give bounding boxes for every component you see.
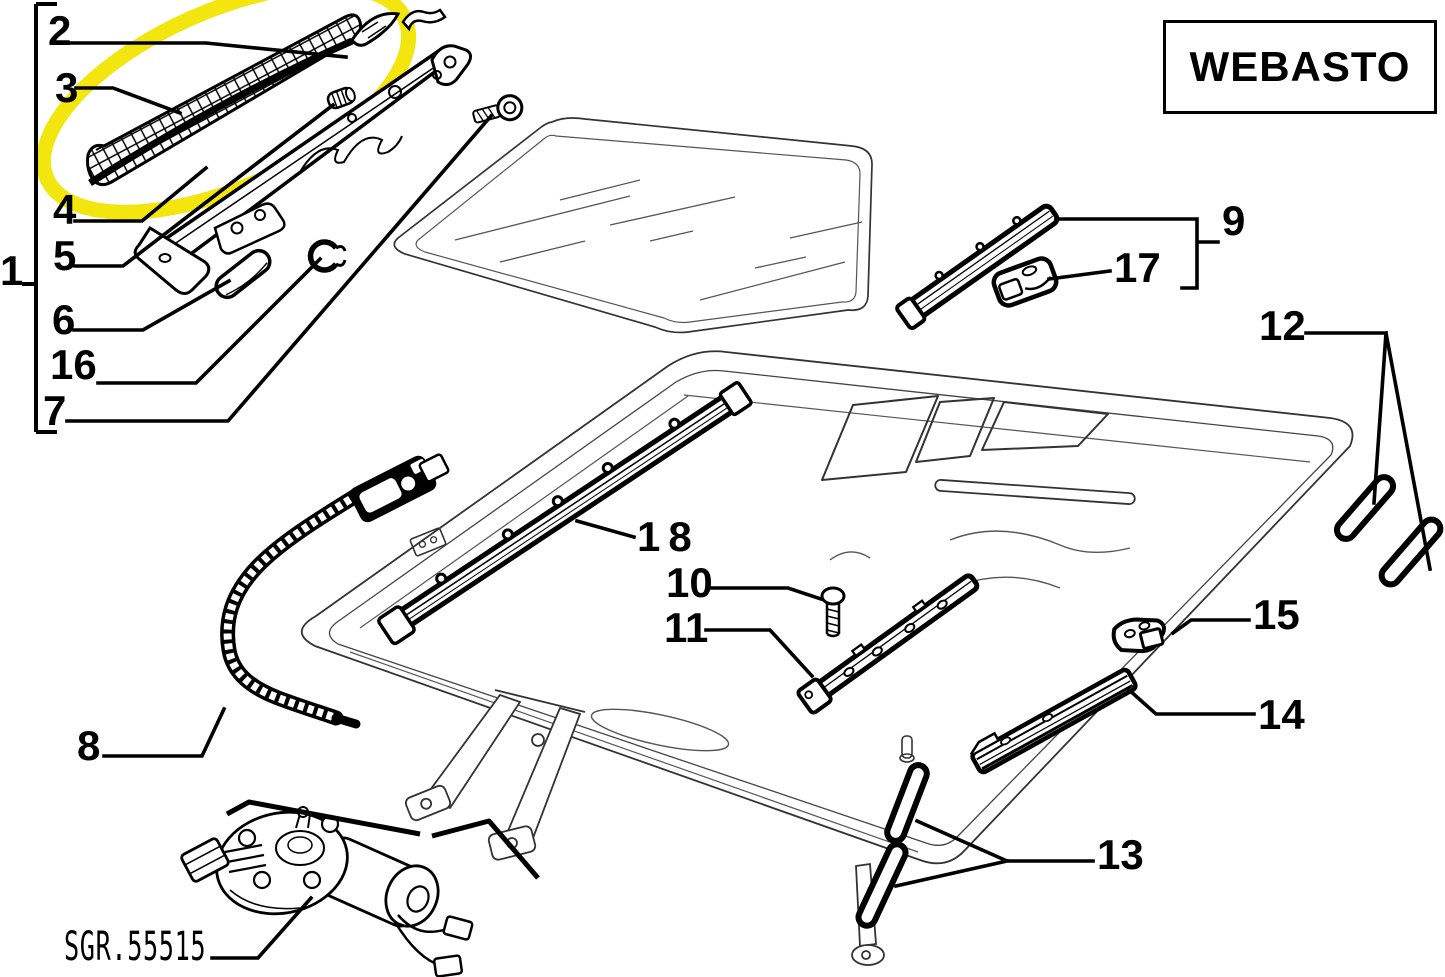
- callout-18-label: 18: [637, 513, 700, 560]
- callout-5-label: 5: [53, 232, 77, 279]
- callout-6-label: 6: [52, 296, 76, 343]
- motor-assembly: [180, 806, 474, 977]
- pointer-arrows: [225, 799, 540, 880]
- callout-14-label: 14: [1258, 691, 1305, 738]
- callout-7-label: 7: [43, 387, 67, 434]
- callout-11-label: 11: [664, 604, 709, 651]
- end-cap-part6: [214, 248, 272, 300]
- deflector-strips-part12: [1333, 474, 1444, 588]
- callout-17-label: 17: [1114, 244, 1161, 291]
- hook-part: [401, 8, 447, 32]
- callout-10-label: 10: [666, 559, 713, 606]
- callout-9-label: 9: [1222, 197, 1246, 244]
- callout-15-label: 15: [1253, 591, 1300, 638]
- screw-part10: [820, 586, 846, 638]
- part-code-label: SGR.55515: [64, 924, 207, 970]
- callout-4-label: 4: [53, 186, 77, 233]
- strip-part9: [895, 203, 1060, 330]
- callout-1-label: 1: [0, 247, 24, 294]
- glass-panel: [393, 117, 873, 334]
- pivot-strips-part13: [855, 762, 930, 929]
- drive-cable-part8: [220, 453, 450, 729]
- callout-16-label: 16: [50, 341, 97, 388]
- screw-part7: [472, 94, 524, 124]
- clip-part17: [991, 256, 1059, 308]
- callout-12-label: 12: [1259, 302, 1306, 349]
- seal-strip-part2-3: [86, 12, 401, 186]
- callout-13-label: 13: [1097, 831, 1144, 878]
- clip-part15: [1111, 617, 1166, 654]
- callout-8-label: 8: [77, 722, 101, 769]
- rail-part11: [796, 573, 980, 715]
- rail-part14: [969, 667, 1138, 775]
- support-fork: [404, 689, 885, 966]
- leader-lines: [65, 41, 1433, 960]
- roof-frame: [300, 350, 1354, 865]
- grub-screw-part5: [326, 86, 356, 110]
- callout-bracket: [22, 2, 57, 434]
- guide-rail-part4-5: [133, 44, 473, 295]
- brand-box: WEBASTO: [1163, 20, 1437, 114]
- callout-3-label: 3: [55, 64, 79, 111]
- circlip-part16: [307, 239, 347, 273]
- rail-part18: [377, 381, 753, 646]
- callout-2-label: 2: [48, 7, 72, 54]
- brand-label: WEBASTO: [1189, 43, 1411, 90]
